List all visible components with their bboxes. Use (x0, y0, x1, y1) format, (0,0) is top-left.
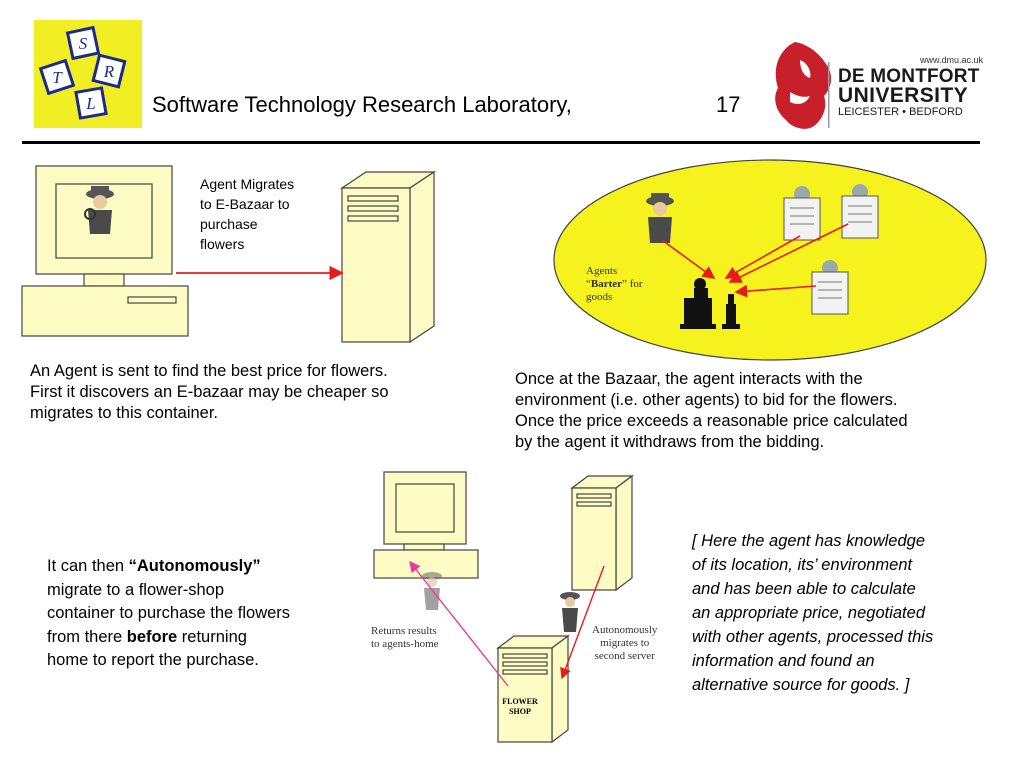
home-computer-small-icon (373, 471, 479, 579)
bazaar-ellipse (553, 159, 987, 361)
returns-label: Returns results to agents-home (371, 625, 439, 650)
strl-letter-t: T (52, 68, 63, 87)
panel1-label: Agent Migrates to E-Bazaar to purchase f… (200, 176, 295, 252)
agent-faded-icon (422, 572, 442, 610)
page-title: Software Technology Research Laboratory, (152, 92, 572, 117)
auctioneer-icon (680, 278, 740, 329)
second-server-icon (570, 474, 634, 592)
bazaar-server-icon (340, 170, 436, 344)
dmu-url: www.dmu.ac.uk (920, 55, 984, 65)
reader-agent-icon (811, 260, 849, 315)
return-arrow (409, 560, 509, 687)
header-divider (22, 141, 980, 144)
reader-agent-icon (783, 186, 821, 241)
migrate-shop-arrow (560, 565, 605, 680)
flower-shop-server-icon (496, 634, 570, 744)
agent-icon (646, 193, 674, 243)
agent-icon (84, 186, 114, 234)
panel2-description: Once at the Bazaar, the agent interacts … (515, 370, 908, 451)
knowledge-note: [ Here the agent has knowledge of its lo… (692, 532, 934, 694)
dmu-name-line1: DE MONTFORT (838, 66, 980, 87)
dmu-name-line2: UNIVERSITY (838, 84, 969, 107)
agent-icon (560, 592, 580, 632)
slide-number: 17 (716, 92, 741, 117)
barter-label: Agents “Barter” for goods (586, 265, 643, 303)
strl-letter-r: R (103, 62, 115, 81)
strl-letter-l: L (85, 94, 95, 113)
strl-logo-graphic: S T R L (38, 25, 127, 120)
panel1-description: An Agent is sent to find the best price … (30, 362, 389, 422)
panel3-description: It can then “Autonomously” migrate to a … (47, 557, 291, 669)
strl-logo: S T R L (34, 20, 142, 128)
reader-agent-icon (841, 184, 879, 239)
migrates-label: Autonomously migrates to second server (592, 624, 658, 662)
strl-letter-s: S (79, 34, 88, 53)
flower-shop-label: FLOWER SHOP (502, 697, 538, 716)
dmu-location: LEICESTER • BEDFORD (838, 106, 963, 118)
